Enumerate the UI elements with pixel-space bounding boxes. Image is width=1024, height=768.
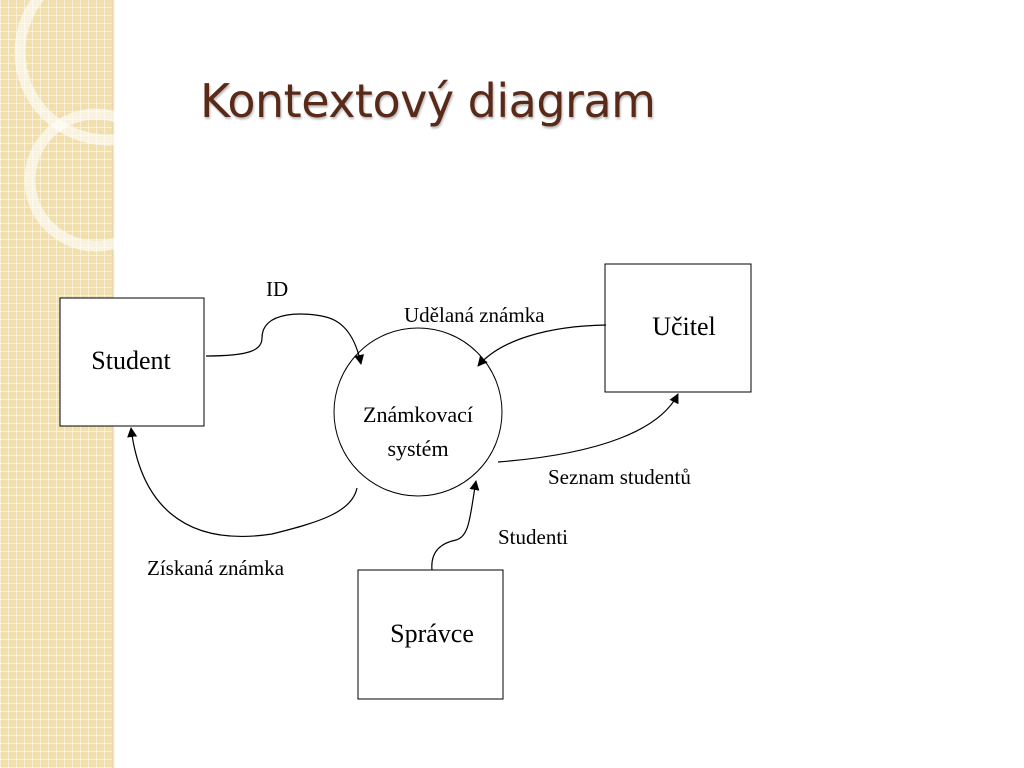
process-label-line2: systém [387, 436, 448, 461]
flow-label-udelana-znamka: Udělaná známka [404, 303, 545, 327]
flow-arrow-udelana-znamka [477, 324, 607, 367]
student-box [59, 297, 205, 427]
flow-arrow-seznam-studentu [497, 393, 679, 463]
decorative-ring-lower [24, 108, 168, 252]
flow-arrow-studenti [431, 480, 480, 571]
flow-label-seznam-studentu: Seznam studentů [548, 465, 691, 489]
ucitel-box [604, 263, 752, 393]
flow-label-id: ID [266, 277, 288, 301]
decorative-rings [14, 0, 202, 252]
process-label-line1: Známkovací [363, 402, 473, 427]
decorative-ring-upper [14, 0, 202, 146]
process-circle [333, 327, 503, 497]
flow-arrow-id [205, 313, 365, 365]
ucitel-label: Učitel [652, 312, 716, 341]
flow-label-studenti: Studenti [498, 525, 568, 549]
spravce-box [357, 569, 504, 700]
student-label: Student [91, 346, 171, 375]
spravce-label: Správce [390, 619, 474, 648]
slide-title: Kontextový diagram [200, 74, 656, 128]
flow-label-ziskana-znamka: Získaná známka [147, 556, 285, 580]
flow-arrow-ziskana-znamka [127, 427, 358, 538]
